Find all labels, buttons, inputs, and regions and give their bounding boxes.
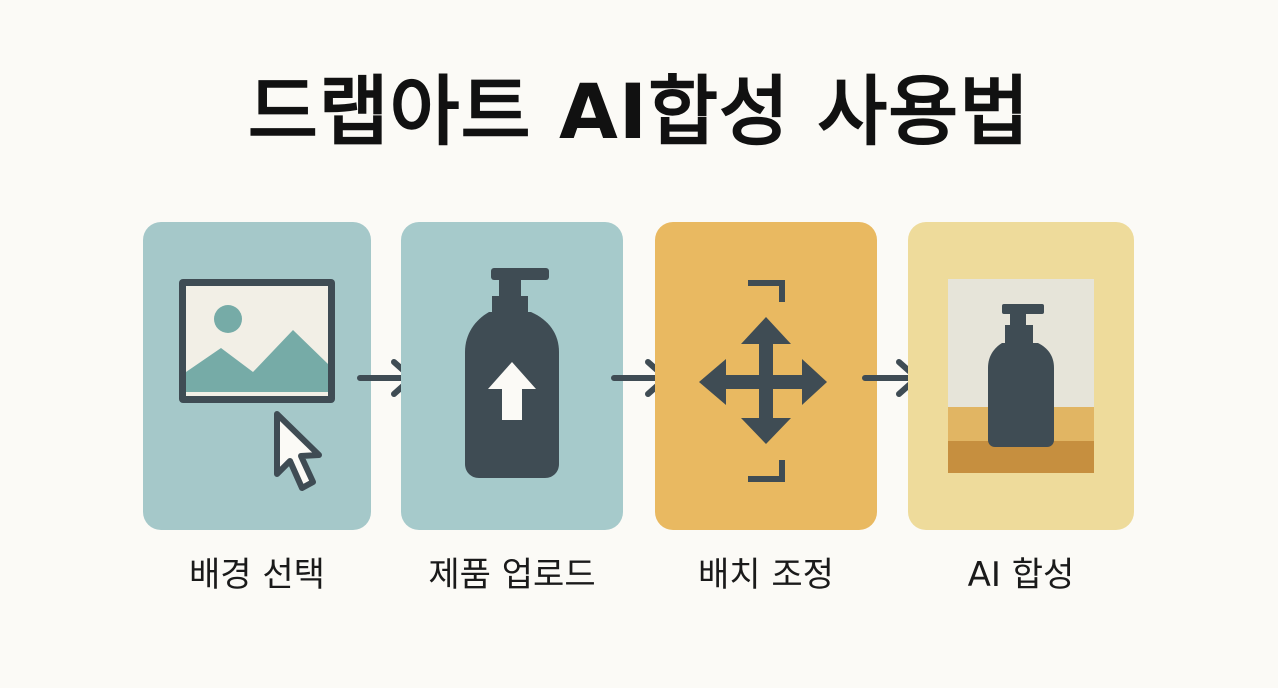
bottle-upload-icon [465,268,559,478]
step-card-background-select [143,222,371,530]
step-label-placement-adjust: 배치 조정 [698,555,834,595]
image-with-cursor-icon [179,279,335,491]
step-label-ai-composite: AI 합성 [967,555,1075,595]
step-card-product-upload [401,222,623,530]
page-title: 드랩아트 AI합성 사용법 [247,67,1031,156]
composited-product-icon [948,279,1094,473]
step-card-ai-composite [908,222,1134,530]
step-label-background-select: 배경 선택 [189,555,325,595]
step-card-placement-adjust [655,222,877,530]
step-label-product-upload: 제품 업로드 [428,555,596,595]
move-arrows-icon [699,280,827,482]
